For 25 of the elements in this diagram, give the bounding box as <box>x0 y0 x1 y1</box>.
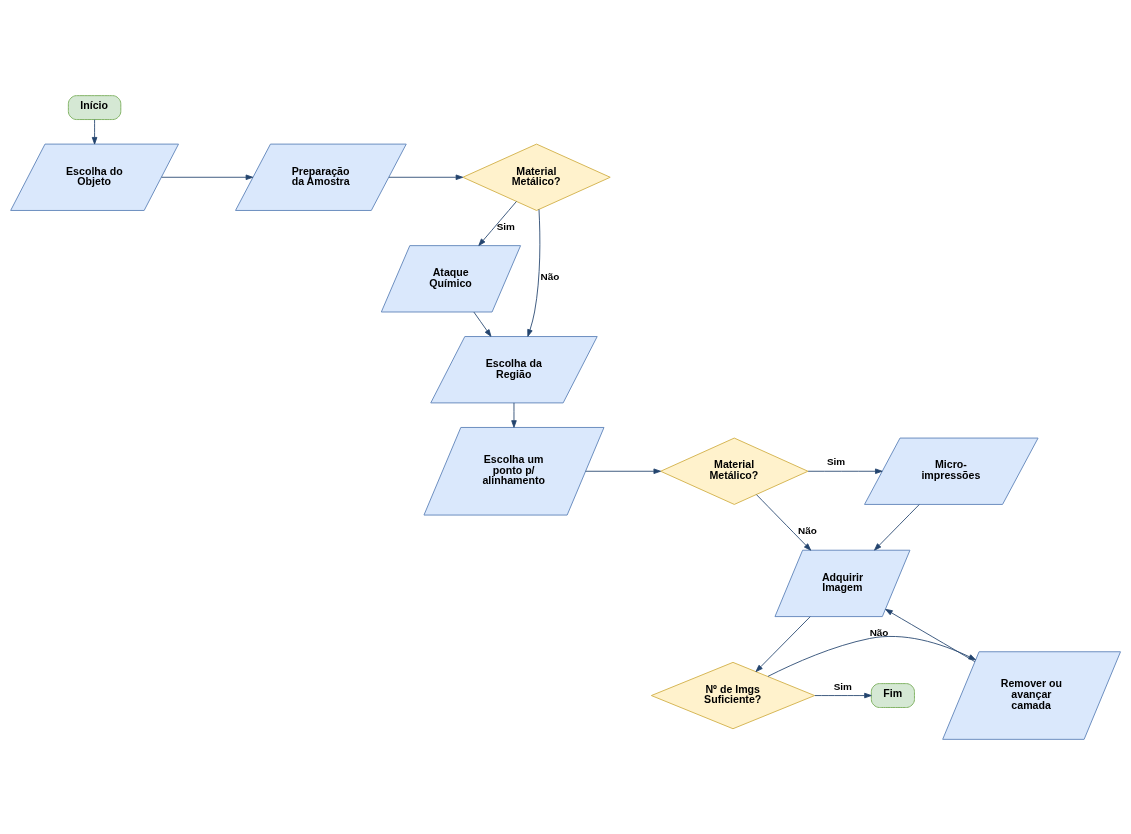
arrow <box>755 615 811 672</box>
arrow <box>885 608 976 662</box>
arrow <box>585 468 661 474</box>
node-box: Fim <box>870 682 915 708</box>
arrow <box>527 208 541 337</box>
arrow <box>161 174 254 180</box>
arrow <box>807 468 883 474</box>
arrow <box>478 200 517 246</box>
edge-label: Sim <box>833 680 852 692</box>
edge-label: Sim <box>496 220 515 232</box>
node-box: Início <box>67 94 122 120</box>
edge-label: Sim <box>826 455 846 467</box>
edge-label: Não <box>798 524 817 536</box>
arrow <box>767 635 976 677</box>
node-diamond: Material Metálico? <box>660 437 809 505</box>
arrow <box>91 118 98 144</box>
edge-label: Não <box>540 270 560 282</box>
arrow <box>473 311 492 337</box>
arrow <box>388 174 464 180</box>
arrow <box>511 402 517 428</box>
edge-label: Não <box>869 626 889 638</box>
arrow <box>756 493 812 551</box>
arrow <box>814 692 872 698</box>
arrow <box>874 503 920 551</box>
node-diamond: Material Metálico? <box>462 143 611 211</box>
